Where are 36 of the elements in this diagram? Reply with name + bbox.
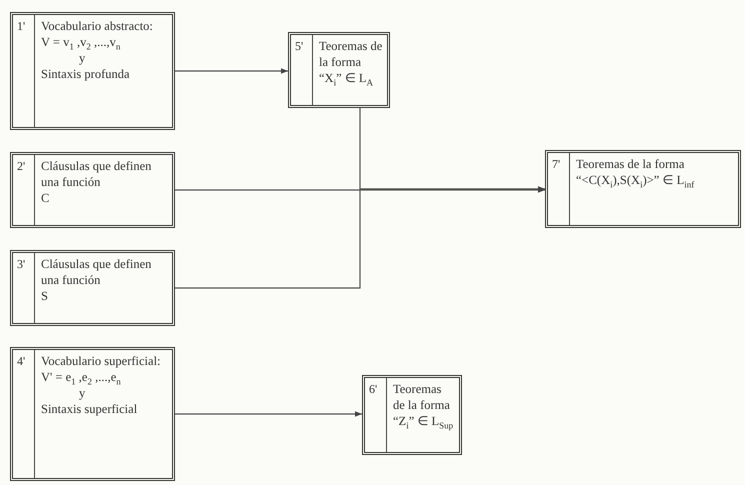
- box-text: Vocabulario superficial:: [41, 353, 161, 369]
- box-text: “Z$_{i}$” ∈ L$_{Sup}$: [393, 413, 454, 429]
- box-text: Teoremas de la forma: [576, 156, 686, 172]
- numbered-box: [362, 375, 462, 455]
- step-number: 1': [13, 15, 35, 127]
- step-number: 2': [13, 155, 35, 225]
- box-text: Sintaxis superficial: [41, 401, 138, 417]
- step-number: 5': [291, 35, 313, 105]
- numbered-box: [10, 250, 175, 326]
- box-text: y: [78, 385, 86, 401]
- step-number: 6': [365, 378, 387, 452]
- box-text: y: [78, 50, 86, 66]
- step-number: 7': [548, 153, 570, 225]
- box-text: S: [41, 288, 49, 304]
- box-text: V = v$_{1}$ ,v$_{2}$ ,...,v$_{n}$: [41, 34, 122, 50]
- numbered-box: [10, 12, 175, 130]
- step-number: 4': [13, 350, 35, 478]
- box-text: Teoremas de la forma: [319, 38, 383, 70]
- box-text: C: [41, 190, 50, 206]
- numbered-box: [10, 152, 175, 228]
- arrow: [175, 411, 362, 417]
- box-text: Sintaxis profunda: [41, 66, 131, 82]
- arrow: [175, 187, 545, 193]
- box-text: V' = e$_{1}$ ,e$_{2}$ ,...,e$_{n}$: [41, 369, 122, 385]
- arrow: [175, 68, 288, 74]
- box-text: Vocabulario abstracto:: [41, 18, 153, 34]
- step-number: 3': [13, 253, 35, 323]
- numbered-box: [288, 32, 390, 108]
- numbered-box: [10, 347, 175, 481]
- box-text: Cláusulas que definen una función: [41, 256, 152, 288]
- box-text: Teoremas de la forma: [393, 381, 451, 413]
- box-text: “<C(X$_{i}$),S(X$_{i}$)>” ∈ L$_{inf}$: [576, 172, 694, 188]
- numbered-box: [545, 150, 741, 228]
- box-text: “X$_{i}$” ∈ L$_{A}$: [319, 70, 374, 86]
- arrow: [359, 108, 545, 192]
- box-text: Cláusulas que definen una función: [41, 158, 152, 190]
